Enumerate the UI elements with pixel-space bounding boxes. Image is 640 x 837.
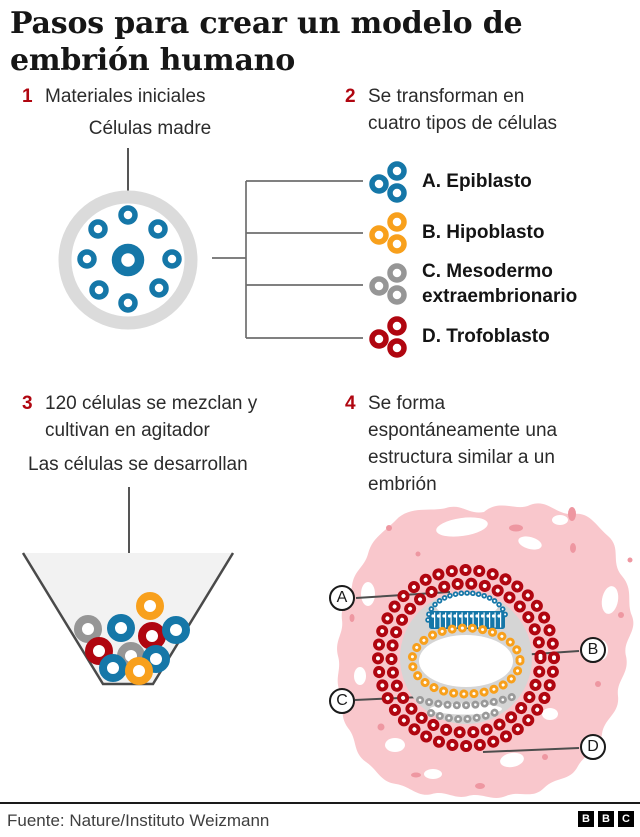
cell-type-label: C. Mesodermo extraembrionario [422,260,578,307]
cell-type-label: A. Epiblasto [422,171,532,193]
marker-b-letter: B [587,641,599,658]
stem-cells-dish [58,148,198,330]
cell-type-row-mesodermo: C. Mesodermo extraembrionario [367,261,597,307]
bbc-logo-letter: B [598,811,614,827]
step-2-header: 2 Se transforman en cuatro tipos de célu… [345,84,585,138]
embryo-illustration [337,503,634,798]
step-3-header: 3 120 células se mezclan y cultivan en a… [22,391,312,445]
tissue-spots [349,507,633,789]
mesoderm-arcs [416,693,516,724]
step-3-number: 3 [22,393,33,414]
epiblast-structure [425,590,509,629]
mixed-cells [74,592,190,685]
marker-b: B [580,637,606,663]
cells-develop-label: Las células se desarrollan [28,454,248,475]
step-2-number: 2 [345,86,356,107]
step-4-number: 4 [345,393,356,414]
cell-type-row-trofoblasto: D. Trofoblasto [367,314,612,360]
bbc-logo-letter: B [578,811,594,827]
marker-c: C [329,688,355,714]
bbc-logo: B B C [578,811,634,827]
marker-c-letter: C [336,692,348,709]
tissue-holes [354,515,619,779]
hypoblast-ring [407,623,525,699]
hypoblast-cells-icon [369,212,407,254]
mesoderm-cells-icon [369,263,407,305]
marker-d-letter: D [587,738,599,755]
marker-a-letter: A [336,589,348,606]
step-4-text: Se forma espontáneamente una estructura … [368,393,558,495]
bbc-logo-letter: C [618,811,634,827]
stem-cells-label: Células madre [88,118,212,139]
epiblast-cells-icon [369,161,407,203]
trophoblast-ring [372,564,560,752]
marker-a: A [329,585,355,611]
step-3-text: 120 células se mezclan y cultivan en agi… [45,393,258,441]
cell-type-label: B. Hipoblasto [422,222,545,244]
cell-type-row-hipoblasto: B. Hipoblasto [367,210,612,256]
step-2-text: Se transforman en cuatro tipos de célula… [368,86,558,134]
step-1-number: 1 [22,86,33,107]
marker-d: D [580,734,606,760]
trophoblast-cells-icon [369,316,407,358]
footer-divider [0,802,640,804]
funnel [21,487,235,686]
cell-type-label: D. Trofoblasto [422,326,550,348]
step-1-header: 1 Materiales iniciales [22,84,312,111]
cell-type-row-epiblasto: A. Epiblasto [367,159,612,205]
page-title: Pasos para crear un modelo de embrión hu… [10,6,523,78]
bracket-connector [212,180,363,339]
step-1-text: Materiales iniciales [45,86,206,107]
step-4-header: 4 Se forma espontáneamente una estructur… [345,391,585,499]
source-credit: Fuente: Nature/Instituto Weizmann [7,811,270,830]
